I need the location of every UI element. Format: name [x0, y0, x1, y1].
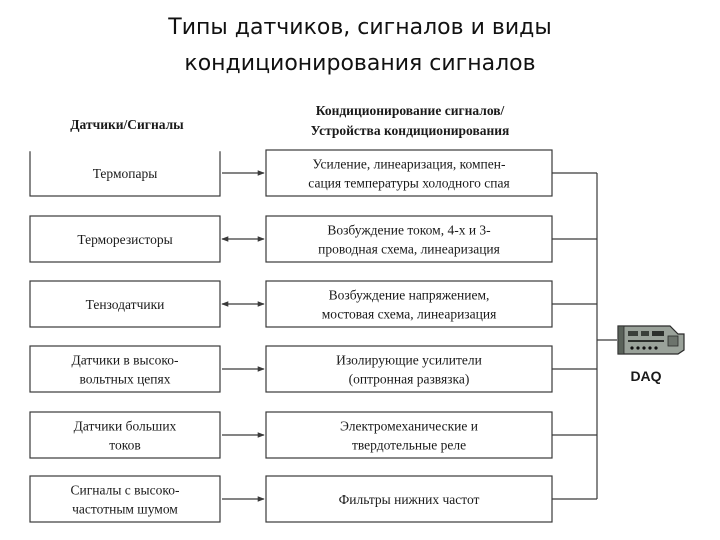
conditioning-label-line-2: проводная схема, линеаризация	[318, 242, 500, 257]
sensor-box	[29, 411, 221, 459]
sensor-label-line-1: Тензодатчики	[86, 297, 165, 312]
sensor-box	[29, 345, 221, 393]
conditioning-box	[265, 475, 553, 523]
sensor-label-line-2: вольтных цепях	[80, 372, 171, 387]
sensor-box	[29, 215, 221, 263]
conditioning-box	[265, 215, 553, 263]
conditioning-box	[265, 345, 553, 393]
conditioning-label-line-2: сация температуры холодного спая	[308, 176, 509, 191]
conditioning-label-line-2: (оптронная развязка)	[349, 372, 470, 387]
diagram-row: Терморезисторы Возбуждение током, 4-х и 3…	[29, 215, 553, 263]
diagram-row: Тензодатчики Возбуждение напряжением, мост…	[29, 280, 553, 328]
daq-device: DAQ	[617, 325, 685, 384]
conditioning-label-line-1: Электромеханические и	[340, 419, 478, 434]
slide-title: Типы датчиков, сигналов и виды кондицион…	[0, 10, 720, 82]
daq-label: DAQ	[630, 368, 661, 384]
conditioning-label-line-1: Возбуждение током, 4-х и 3-	[327, 223, 491, 238]
conditioning-label-line-2: твердотельные реле	[352, 438, 466, 453]
diagram-row: Термопары Усиление, линеаризация, компен-…	[29, 149, 553, 197]
diagram-row: Датчики больших токов Электромеханические …	[29, 411, 553, 459]
sensor-label-line-1: Терморезисторы	[77, 232, 172, 247]
diagram-rows: Термопары Усиление, линеаризация, компен-…	[29, 148, 553, 523]
diagram-row: Датчики в высоко-вольтных цепях Изолирующ…	[29, 345, 553, 393]
sensor-label-line-1: Сигналы с высоко-	[71, 483, 180, 498]
sensor-label-line-2: частотным шумом	[72, 502, 178, 517]
conditioning-label-line-1: Возбуждение напряжением,	[329, 288, 490, 303]
daq-bus-wiring	[552, 172, 617, 500]
sensor-label-line-1: Датчики больших	[74, 419, 177, 434]
conditioning-box	[265, 280, 553, 328]
header-conditioning-line-1: Кондиционирование сигналов/	[316, 103, 505, 118]
sensor-box	[29, 280, 221, 328]
conditioning-box	[265, 411, 553, 459]
conditioning-label-line-1: Фильтры нижних частот	[339, 492, 480, 507]
sensor-box	[29, 149, 221, 197]
diagram-row: Сигналы с высоко-частотным шумом Фильтры …	[29, 475, 553, 523]
sensor-box	[29, 475, 221, 523]
daq-device-icon	[617, 325, 685, 355]
sensor-label-line-2: токов	[109, 438, 140, 453]
slide-title-line-1: Типы датчиков, сигналов и виды	[168, 15, 552, 40]
sensor-label-line-1: Термопары	[93, 166, 158, 181]
conditioning-label-line-1: Изолирующие усилители	[336, 353, 482, 368]
conditioning-label-line-2: мостовая схема, линеаризация	[322, 307, 497, 322]
header-sensors-signals: Датчики/Сигналы	[70, 117, 184, 132]
header-conditioning-line-2: Устройства кондиционирования	[311, 123, 510, 138]
sensor-label-line-1: Датчики в высоко-	[72, 353, 179, 368]
conditioning-label-line-1: Усиление, линеаризация, компен-	[313, 157, 506, 172]
slide-title-line-2: кондиционирования сигналов	[184, 51, 536, 76]
